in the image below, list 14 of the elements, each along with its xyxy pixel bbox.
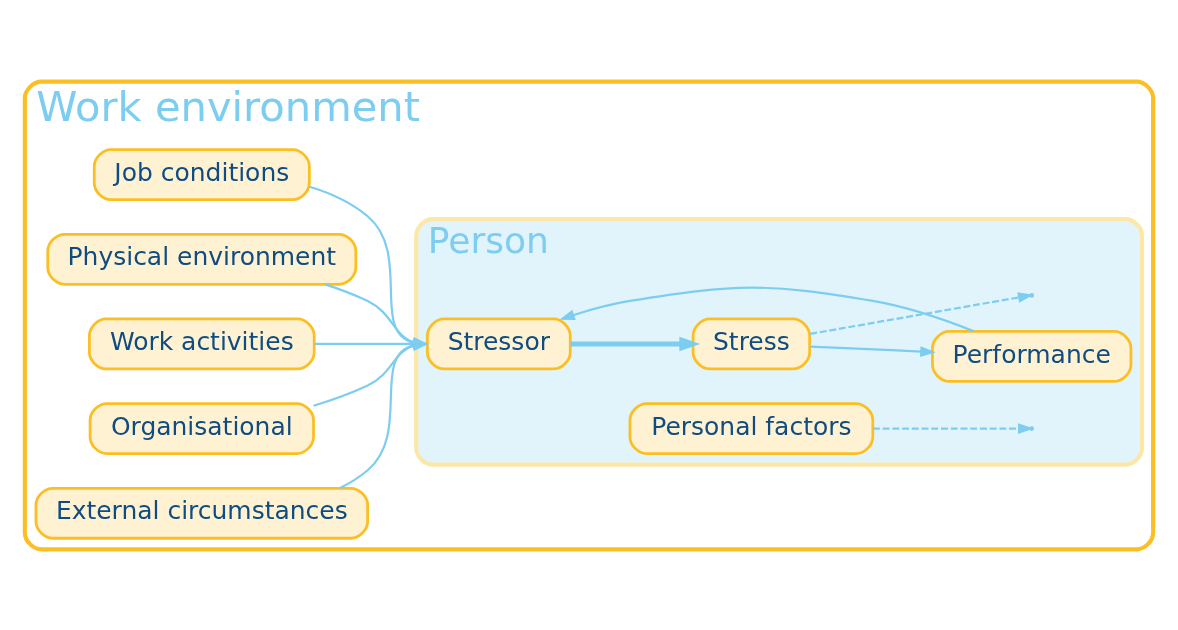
node-box: Performance [931,329,1133,383]
arrow [559,286,975,332]
arrow [810,344,936,357]
node-box: Organisational [88,401,315,455]
node-box: Stress [691,317,812,370]
arrow [810,291,1034,335]
node-box: Physical environment [46,232,358,286]
node-box: Personal factors [628,401,875,455]
node-box: Stressor [425,317,572,370]
arrow [872,422,1034,434]
arrow [570,336,701,351]
node-box: Work activities [88,317,316,370]
node-box: Job conditions [92,147,311,201]
node-box: External circumstances [34,486,370,540]
